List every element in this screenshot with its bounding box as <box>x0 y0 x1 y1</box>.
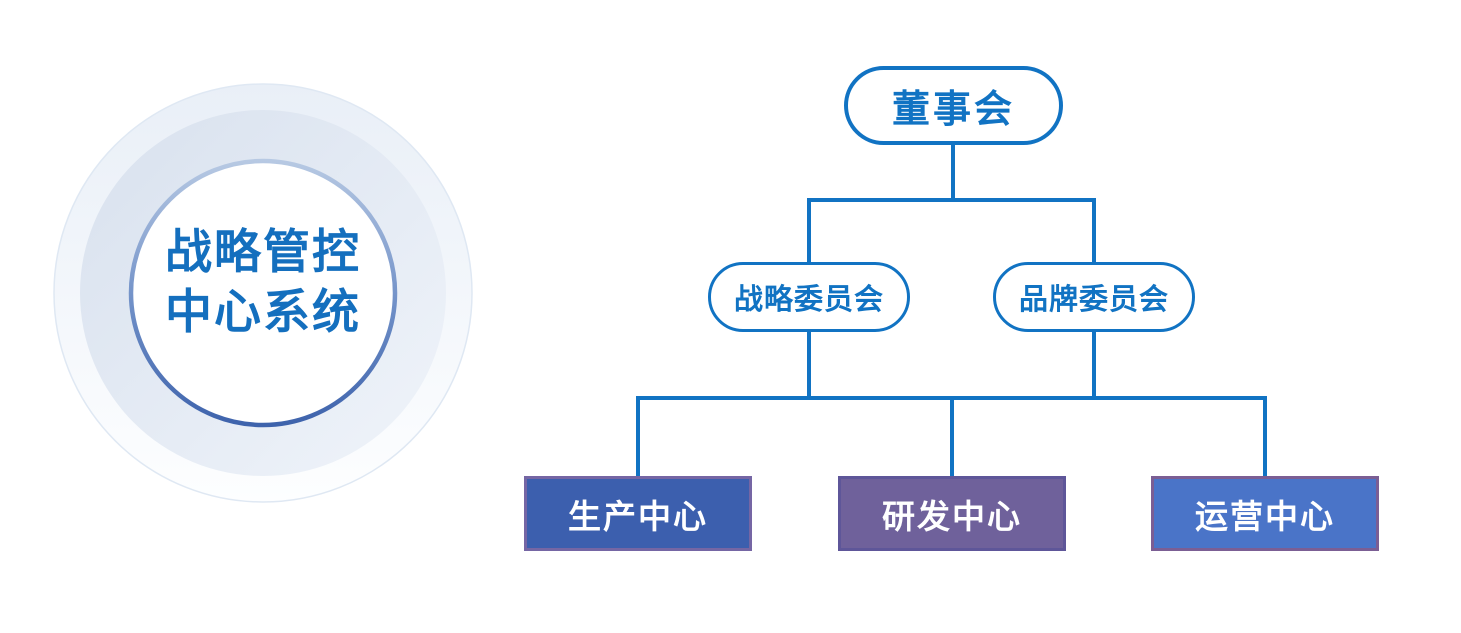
org-node-board-label: 董事会 <box>891 89 1015 131</box>
connector-committee2-up <box>1092 200 1096 262</box>
badge-circles-graphic <box>53 83 473 503</box>
org-node-board: 董事会 <box>844 66 1063 145</box>
connector-level1-horizontal <box>807 198 1096 202</box>
connector-center1-stem <box>636 398 640 476</box>
badge-inner-circle <box>128 158 398 428</box>
org-node-production-center-label: 生产中心 <box>568 497 708 535</box>
org-node-strategy-committee: 战略委员会 <box>708 262 910 332</box>
badge-title-line1: 战略管控 <box>165 225 361 278</box>
org-node-strategy-committee-label: 战略委员会 <box>733 284 884 316</box>
badge-title: 战略管控 中心系统 <box>103 222 423 342</box>
org-node-rnd-center-label: 研发中心 <box>882 497 1022 535</box>
org-node-operations-center-label: 运营中心 <box>1195 497 1335 535</box>
connector-root-stem <box>951 145 955 202</box>
connector-committee1-up <box>807 200 811 262</box>
org-node-brand-committee: 品牌委员会 <box>993 262 1195 332</box>
connector-committee2-down <box>1092 332 1096 398</box>
connector-center3-stem <box>1263 398 1267 476</box>
org-node-operations-center: 运营中心 <box>1151 476 1379 551</box>
org-node-production-center: 生产中心 <box>524 476 752 551</box>
org-node-brand-committee-label: 品牌委员会 <box>1018 284 1169 316</box>
org-node-rnd-center: 研发中心 <box>838 476 1066 551</box>
connector-center2-stem <box>950 398 954 476</box>
badge-title-line2: 中心系统 <box>165 285 361 338</box>
connector-committee1-down <box>807 332 811 398</box>
